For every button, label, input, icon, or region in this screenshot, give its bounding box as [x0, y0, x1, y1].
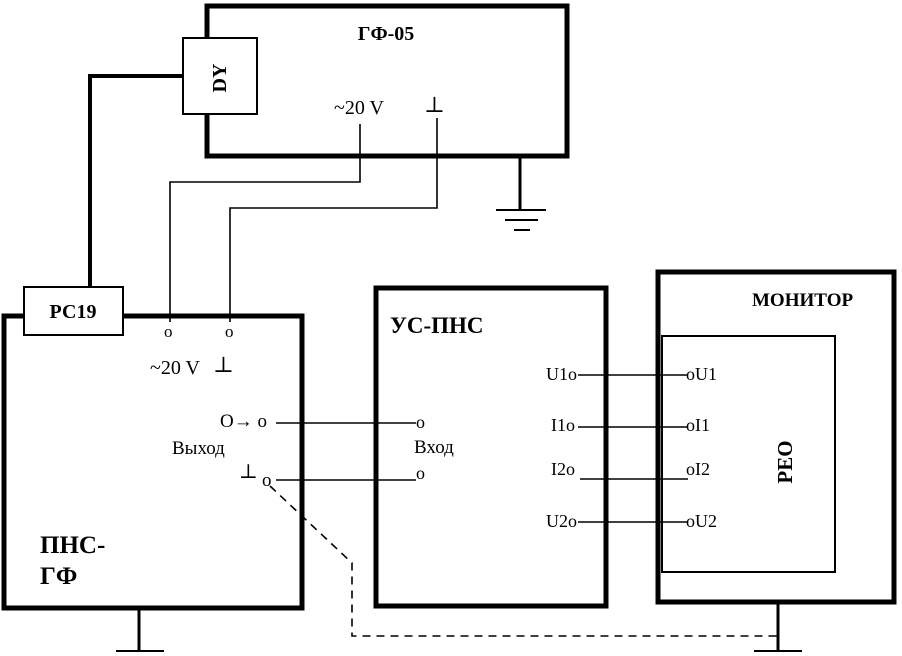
us-pns-frame [373, 285, 609, 609]
pns-gf-ground-symbol: ⊥ [213, 352, 234, 377]
rc19-box [23, 286, 124, 336]
gf05-20v-label: ~20 V [334, 97, 384, 119]
dy-label: DY [209, 63, 231, 92]
us-pns-u2-terminal: U2o [546, 511, 577, 531]
gf05-earth-ground [496, 156, 546, 231]
us-pns-title: УС-ПНС [390, 313, 484, 338]
monitor-u2-terminal: oU2 [686, 511, 717, 531]
reo-label: РЕО [773, 440, 797, 483]
output-label: Выход [172, 438, 225, 459]
monitor-earth-ground [754, 602, 802, 652]
reo-panel [661, 335, 836, 573]
pns-gf-title-line-1: ПНС- [40, 532, 105, 559]
us-pns-i1-terminal: I1o [551, 415, 575, 435]
dashed-ground-link [269, 485, 778, 637]
pns-gf-20v-label: ~20 V [150, 357, 200, 379]
input-terminal-2: o [416, 463, 425, 483]
monitor-i2-terminal: oI2 [686, 459, 710, 479]
pns-gf-frame [1, 313, 305, 611]
output-terminal-signal: O→ o [220, 411, 267, 432]
us-pns-block: УС-ПНС o Вход o U1o I1o I2o U2o [373, 285, 609, 609]
supply-20v-wire [169, 124, 361, 322]
rc19-label: РС19 [50, 301, 97, 323]
monitor-frame [655, 269, 897, 605]
supply-ground-wire [229, 118, 438, 322]
us-pns-u1-terminal: U1o [546, 364, 577, 384]
pns-gf-terminal-2: o [225, 322, 234, 341]
dy-to-rc19-cable [88, 74, 183, 287]
output-ground-symbol: ⊥ [239, 461, 258, 483]
pns-gf-earth-ground [116, 608, 164, 652]
monitor-i1-terminal: oI1 [686, 415, 710, 435]
gf05-title: ГФ-05 [358, 23, 415, 45]
us-pns-i2-terminal: I2o [551, 459, 575, 479]
dy-box [182, 37, 258, 115]
monitor-u1-terminal: oU1 [686, 364, 717, 384]
pns-gf-block: РС19 o o ~20 V ⊥ O→ o Выход ⊥ o ПНС- ГФ [1, 286, 305, 611]
gf05-ground-symbol: ⊥ [424, 92, 445, 117]
output-terminal-ground: o [262, 470, 272, 491]
pns-gf-terminal-1: o [164, 322, 173, 341]
monitor-block: МОНИТОР РЕО oU1 oI1 oI2 oU2 [655, 269, 897, 605]
input-terminal-1: o [416, 412, 425, 432]
monitor-title: МОНИТОР [752, 290, 853, 311]
gf05-block: ГФ-05 DY ~20 V ⊥ [182, 3, 570, 159]
pns-gf-title-line-2: ГФ [40, 563, 77, 590]
input-label: Вход [414, 437, 454, 458]
